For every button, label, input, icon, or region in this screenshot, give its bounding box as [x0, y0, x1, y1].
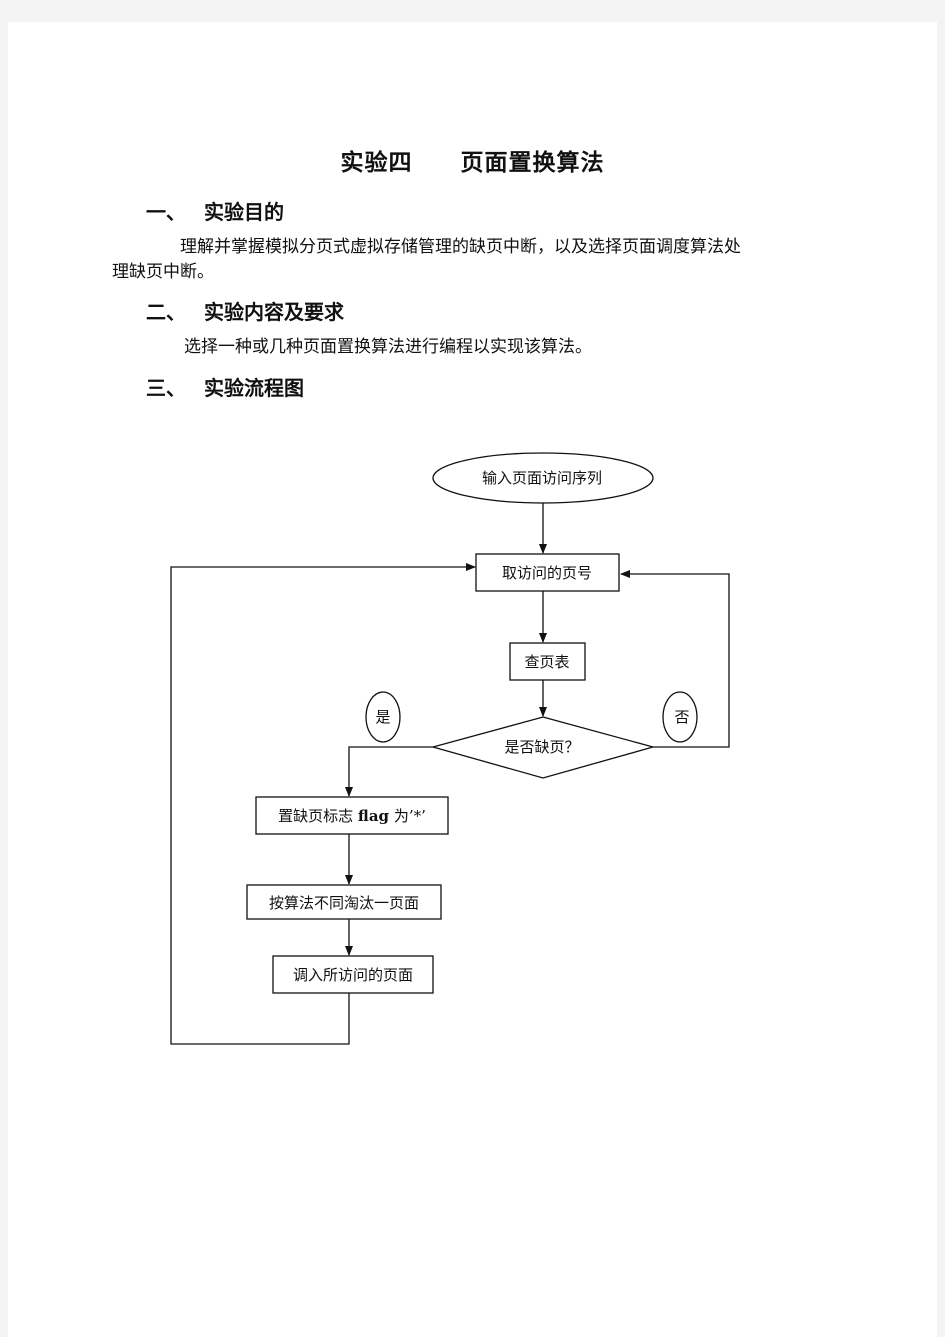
evict-text: 按算法不同淘汰一页面: [269, 894, 419, 912]
set-flag-suffix: 为’*’: [389, 807, 426, 825]
no-label-node: [662, 691, 698, 743]
load-text: 调入所访问的页面: [293, 966, 413, 984]
content-paragraph: 选择一种或几种页面置换算法进行编程以实现该算法。: [184, 337, 592, 357]
title-part1: 实验四: [340, 150, 413, 176]
edge-decision-yes: [345, 746, 433, 797]
edge-decision-no: [620, 570, 730, 748]
yes-label-node: [365, 691, 401, 743]
lookup-node: [509, 642, 586, 681]
title-part2: 页面置换算法: [460, 150, 605, 176]
set-flag-text: 置缺页标志 flag 为’*’: [278, 807, 426, 825]
fetch-text: 取访问的页号: [502, 564, 592, 582]
evict-node: [246, 884, 442, 920]
lookup-text: 查页表: [524, 653, 569, 671]
no-text: 否: [674, 708, 689, 726]
start-text: 输入页面访问序列: [482, 469, 602, 487]
section-title: 实验目的: [204, 200, 284, 224]
set-flag-prefix: 置缺页标志: [278, 807, 358, 825]
section-title: 实验内容及要求: [204, 300, 344, 324]
edge-load-loopback: [170, 563, 476, 1045]
page-title: 实验四 页面置换算法: [0, 143, 945, 177]
section-heading-2: 二、实验内容及要求: [146, 296, 344, 325]
decision-text: 是否缺页？: [504, 738, 579, 756]
yes-text: 是: [375, 708, 390, 726]
section-title: 实验流程图: [204, 376, 304, 400]
purpose-line-1: 理解并掌握模拟分页式虚拟存储管理的缺页中断，以及选择页面调度算法处: [180, 237, 741, 257]
section-heading-3: 三、实验流程图: [146, 372, 304, 401]
section-number: 三、: [146, 376, 186, 400]
load-node: [272, 955, 434, 994]
set-flag-bold: flag: [358, 807, 390, 825]
section-number: 一、: [146, 200, 186, 224]
purpose-paragraph: 理解并掌握模拟分页式虚拟存储管理的缺页中断，以及选择页面调度算法处 理缺页中断。: [112, 235, 826, 285]
decision-node: [430, 716, 656, 779]
set-flag-node: [255, 796, 449, 835]
section-heading-1: 一、实验目的: [146, 196, 284, 225]
fetch-node: [475, 553, 620, 592]
purpose-line-2: 理缺页中断。: [112, 262, 214, 282]
section-number: 二、: [146, 300, 186, 324]
document-page: [8, 22, 937, 1337]
